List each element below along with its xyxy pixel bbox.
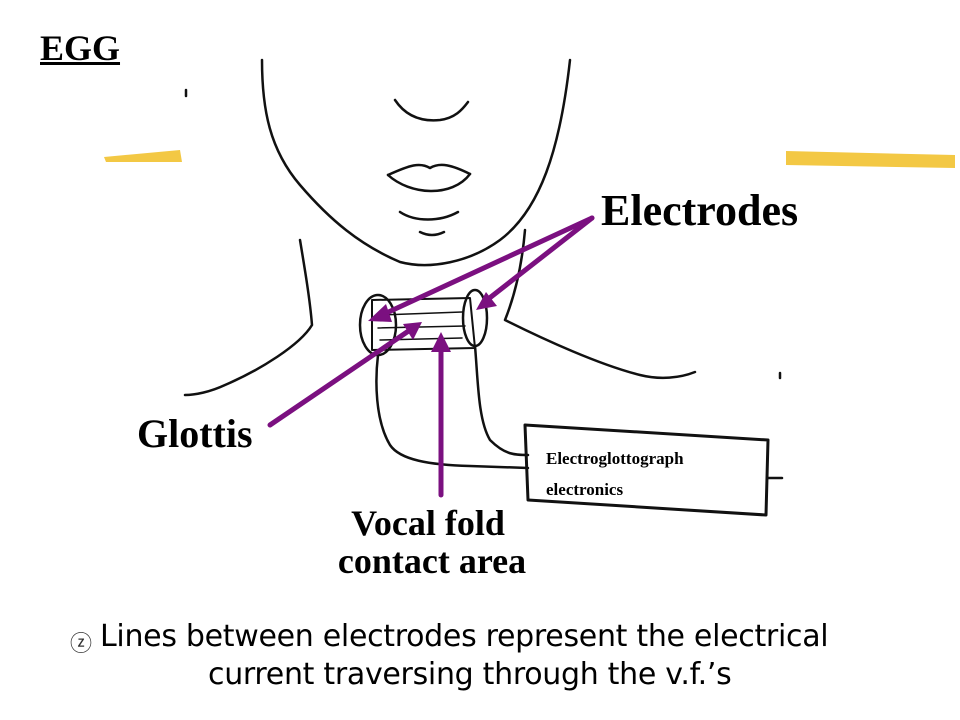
left-highlight-stroke <box>104 150 182 162</box>
mouth-upper <box>386 163 472 177</box>
vf-line-2 <box>377 325 466 329</box>
electrode-arrow-left-line <box>379 215 595 318</box>
mouth-lower <box>386 172 472 193</box>
vocal-fold-label-line1: Vocal fold <box>351 503 505 543</box>
device-label-line1: Electroglottograph <box>546 449 684 468</box>
bullet-text: Lines between electrodes represent the e… <box>100 618 940 694</box>
electrode-arrow-left-head <box>368 304 392 322</box>
right-highlight-stroke <box>786 151 955 168</box>
electrode-arrow-right-line <box>484 215 595 303</box>
electrode-arrow-right-head <box>476 292 497 310</box>
glottis-arrow-head <box>403 322 422 340</box>
device-label-line2: electronics <box>546 480 624 499</box>
wire-right <box>473 344 530 457</box>
device-box <box>523 423 770 517</box>
chin-dimple <box>418 230 446 237</box>
larynx-outline <box>371 297 476 351</box>
bullet-text-line1: Lines between electrodes represent the e… <box>100 619 829 654</box>
nose <box>393 98 470 122</box>
vocal-fold-arrow-head <box>431 332 451 352</box>
glottis-label: Glottis <box>137 411 253 456</box>
bullet-text-line2: current traversing through the v.f.’s <box>208 657 732 692</box>
jaw-outline <box>260 58 572 267</box>
slide-title: EGG <box>40 28 121 68</box>
glottis-arrow-line <box>267 327 413 428</box>
neck-right <box>503 228 697 380</box>
z-bullet-icon: ⓩ <box>70 632 93 657</box>
electrodes-label: Electrodes <box>601 186 799 235</box>
vocal-fold-label-line2: contact area <box>337 541 527 581</box>
wire-left <box>375 353 530 470</box>
chin-crease <box>398 210 460 221</box>
neck-left <box>183 238 314 397</box>
